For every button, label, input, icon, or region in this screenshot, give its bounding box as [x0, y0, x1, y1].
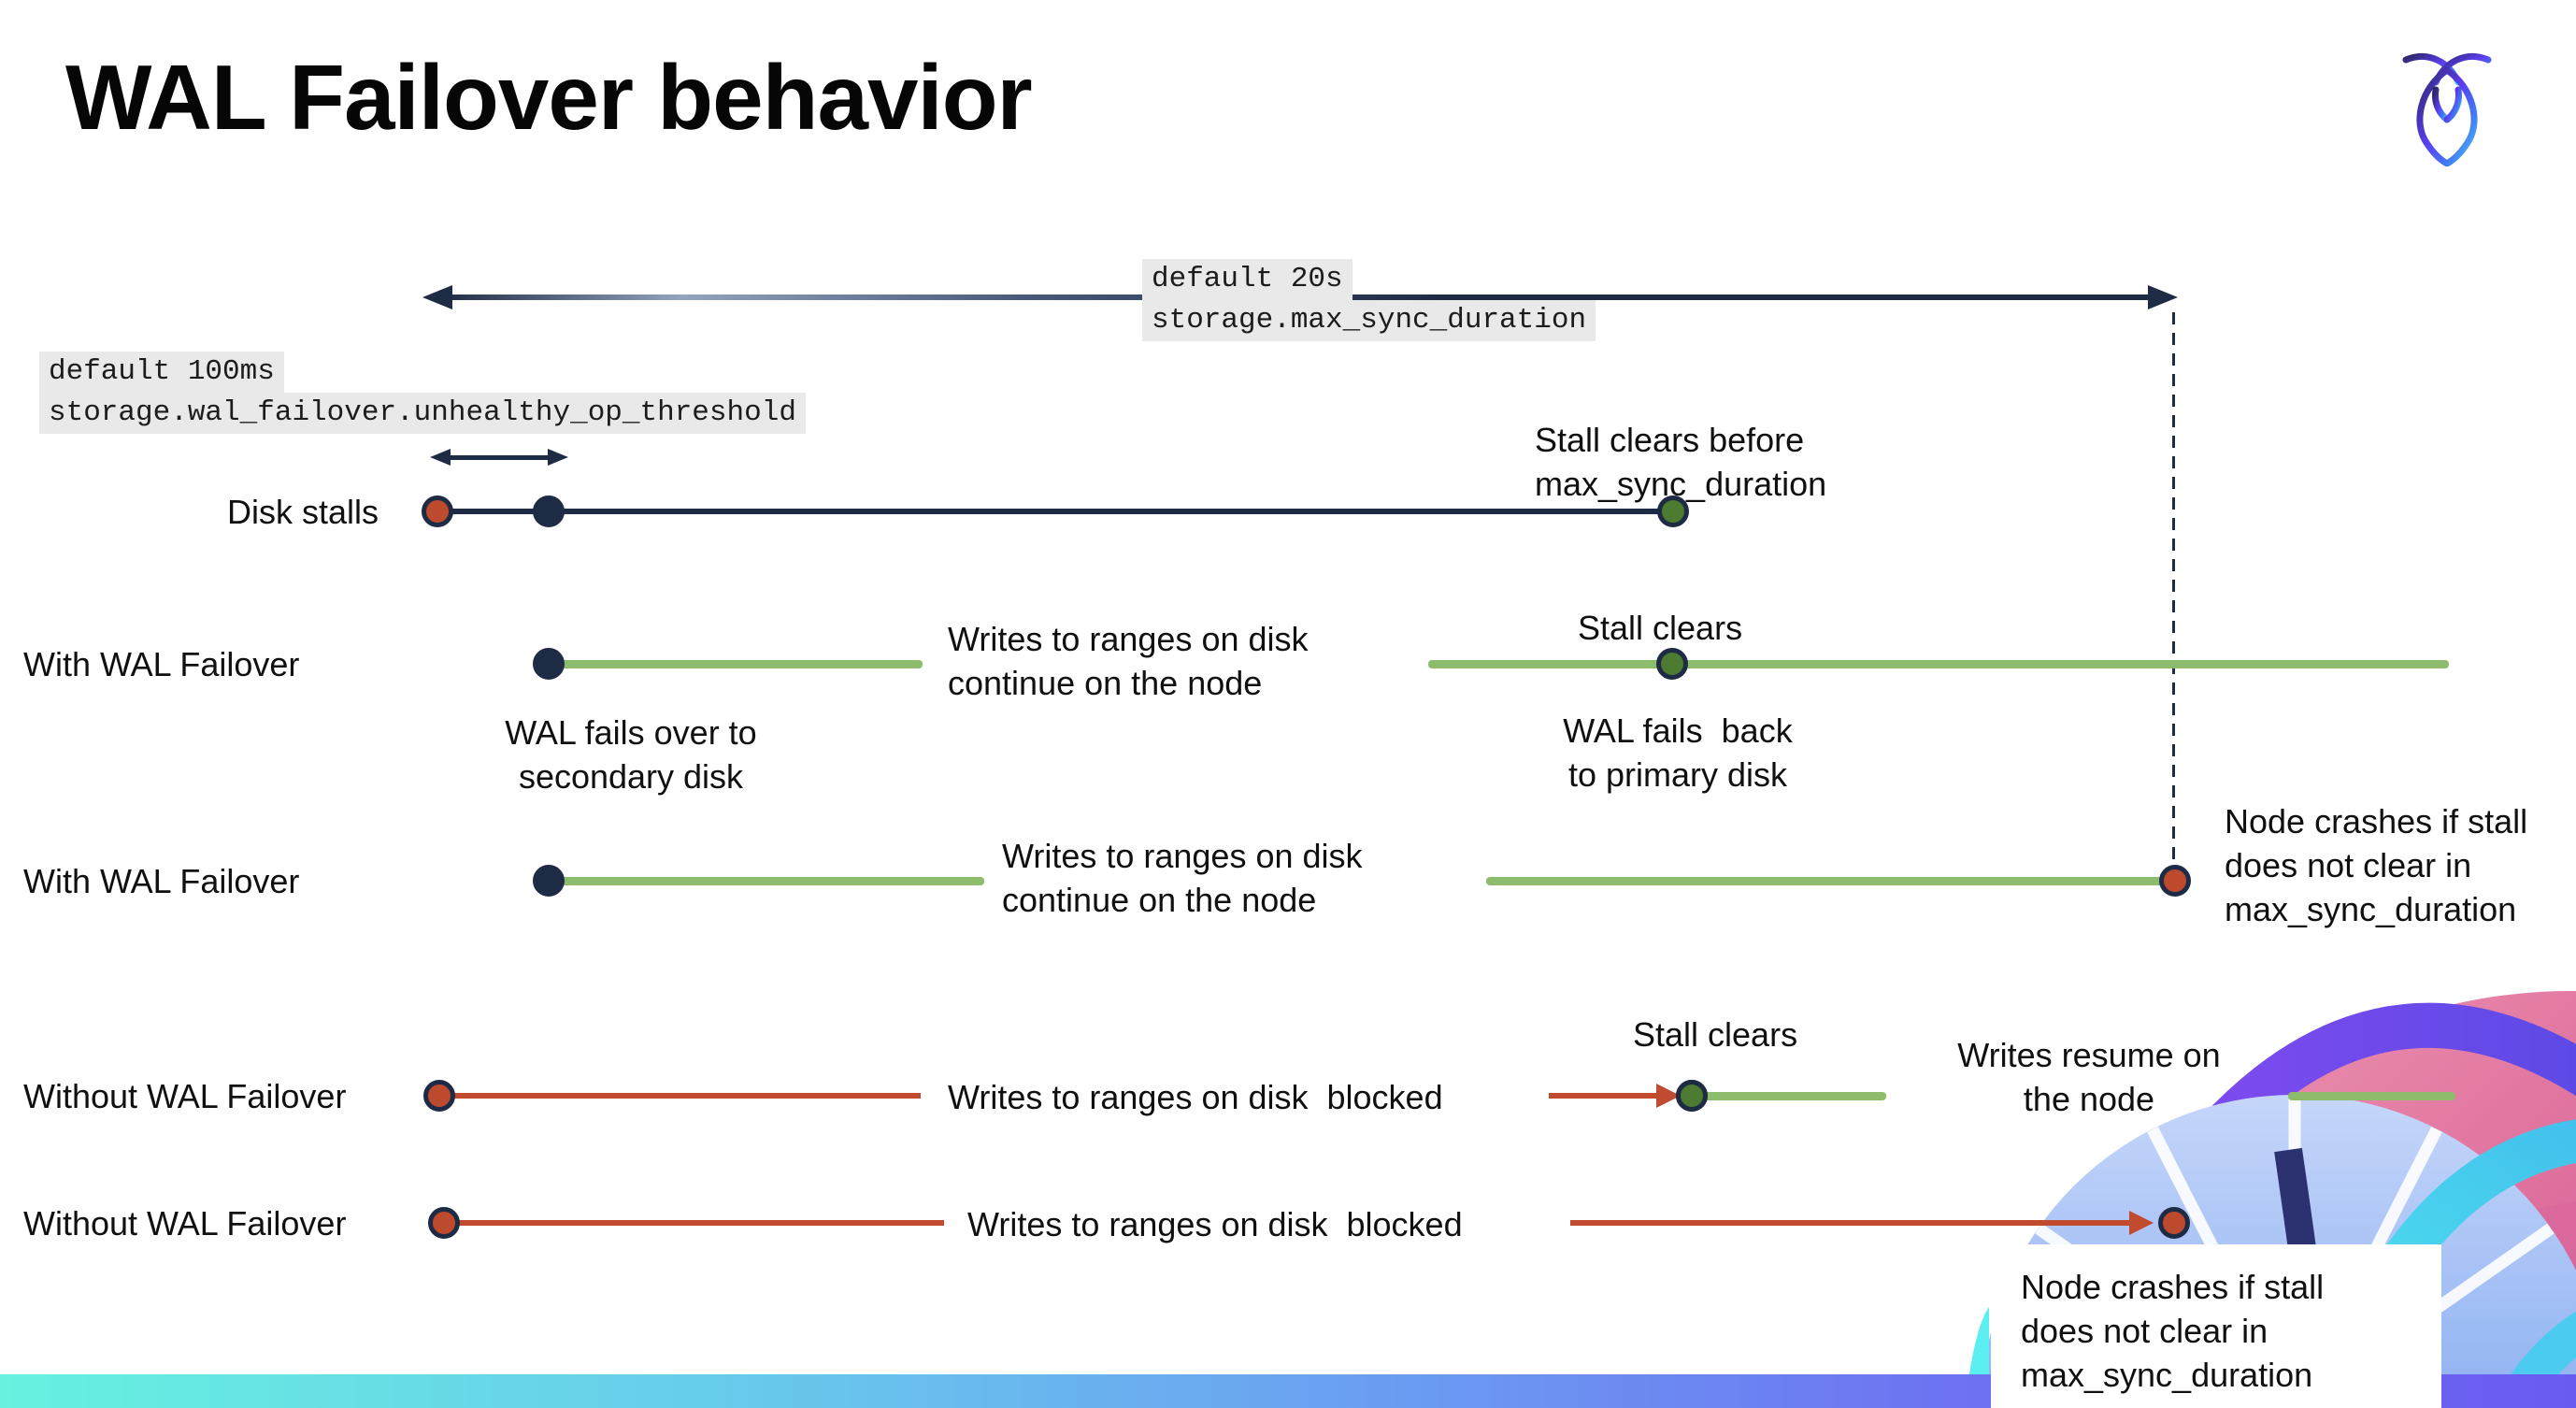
stall-clears-before-line1: Stall clears before — [1535, 421, 1805, 459]
stall-clears-label-row2: Stall clears — [1578, 609, 1743, 647]
wal-fails-back-line1: WAL fails back — [1563, 711, 1793, 750]
stall-start-dot-row5 — [428, 1207, 460, 1239]
row-label-without-wal-failover-1: Without WAL Failover — [23, 1077, 347, 1115]
writes-continue-row2-line2: continue on the node — [948, 664, 1263, 702]
node-crashes-row5-line1: Node crashes if stall — [2021, 1268, 2325, 1306]
max-sync-dashed-line — [2172, 312, 2175, 866]
crash-dot-row3 — [2159, 865, 2191, 897]
failover-threshold-dot — [533, 496, 565, 527]
crash-dot-row5 — [2158, 1207, 2190, 1239]
writes-continue-label-row3: Writes to ranges on disk continue on the … — [1002, 834, 1363, 922]
cockroachdb-logo-icon — [2402, 52, 2492, 166]
red-arrowhead-row5-icon — [2129, 1211, 2154, 1235]
stall-clears-dot — [1657, 496, 1689, 527]
page-title: WAL Failover behavior — [65, 46, 1033, 149]
disk-stall-timeline — [437, 509, 1673, 514]
stall-clears-dot-row4 — [1676, 1080, 1708, 1112]
stall-start-dot — [422, 496, 453, 527]
writes-continue-row3-line1: Writes to ranges on disk — [1002, 837, 1363, 875]
green-line-row4-a — [1703, 1092, 1886, 1100]
row-label-with-wal-failover-1: With WAL Failover — [23, 645, 300, 683]
writes-resume-line2: the node — [2023, 1080, 2155, 1118]
row-label-disk-stalls: Disk stalls — [226, 493, 379, 531]
writes-continue-row3-line2: continue on the node — [1002, 881, 1317, 919]
writes-blocked-label-row4: Writes to ranges on disk blocked — [948, 1078, 1443, 1116]
writes-resume-label: Writes resume on the node — [1935, 1033, 2243, 1121]
wal-fails-over-line2: secondary disk — [518, 757, 744, 796]
red-line-row4-a — [451, 1093, 921, 1099]
writes-resume-line1: Writes resume on — [1957, 1036, 2221, 1074]
row-label-without-wal-failover-2: Without WAL Failover — [23, 1204, 347, 1243]
failover-start-dot-row3 — [533, 865, 565, 897]
arrowhead-left-icon — [422, 285, 452, 309]
wal-fails-back-line2: to primary disk — [1567, 755, 1788, 794]
green-line-row3-a — [556, 877, 984, 885]
max-sync-default-label: default 20s — [1142, 259, 1352, 300]
node-crashes-row3-line1: Node crashes if stall — [2225, 802, 2528, 840]
wal-fails-over-line1: WAL fails over to — [505, 713, 757, 752]
max-sync-setting-label: storage.max_sync_duration — [1142, 300, 1596, 341]
node-crashes-callout-box: Node crashes if stall does not clear in ma… — [1991, 1244, 2441, 1408]
wal-fails-over-label: WAL fails over to secondary disk — [463, 711, 799, 798]
red-line-row4-b — [1549, 1093, 1665, 1099]
red-line-row5-b — [1570, 1220, 2129, 1226]
node-crashes-row3-line2: does not clear in — [2225, 846, 2472, 884]
writes-continue-row2-line1: Writes to ranges on disk — [948, 620, 1309, 658]
green-line-row2-b — [1428, 660, 2449, 668]
writes-blocked-label-row5: Writes to ranges on disk blocked — [967, 1205, 1463, 1243]
writes-continue-label-row2: Writes to ranges on disk continue on the … — [948, 617, 1309, 705]
wal-fails-back-label: WAL fails back to primary disk — [1533, 709, 1823, 797]
stall-clears-label-row4: Stall clears — [1633, 1015, 1798, 1054]
small-arrowhead-right-icon — [548, 449, 568, 466]
node-crashes-row3-line3: max_sync_duration — [2225, 890, 2517, 928]
failover-start-dot-row2 — [533, 648, 565, 680]
green-line-row3-b — [1486, 877, 2164, 885]
unhealthy-op-default-label: default 100ms — [39, 352, 284, 393]
arrowhead-right-icon — [2148, 285, 2178, 309]
fail-back-dot — [1656, 648, 1688, 680]
unhealthy-op-arrow — [447, 455, 551, 460]
stall-start-dot-row4 — [423, 1080, 455, 1112]
node-crashes-label-row5: Node crashes if stall does not clear in ma… — [2021, 1265, 2324, 1397]
unhealthy-op-setting-label: storage.wal_failover.unhealthy_op_thresh… — [39, 393, 806, 434]
small-arrowhead-left-icon — [430, 449, 451, 466]
node-crashes-row5-line3: max_sync_duration — [2021, 1356, 2313, 1394]
green-line-row2-a — [556, 660, 923, 668]
row-label-with-wal-failover-2: With WAL Failover — [23, 862, 300, 900]
node-crashes-label-row3: Node crashes if stall does not clear in ma… — [2225, 799, 2527, 931]
green-line-row4-b — [2288, 1092, 2455, 1100]
node-crashes-row5-line2: does not clear in — [2021, 1312, 2268, 1350]
red-line-row5-a — [455, 1220, 944, 1226]
